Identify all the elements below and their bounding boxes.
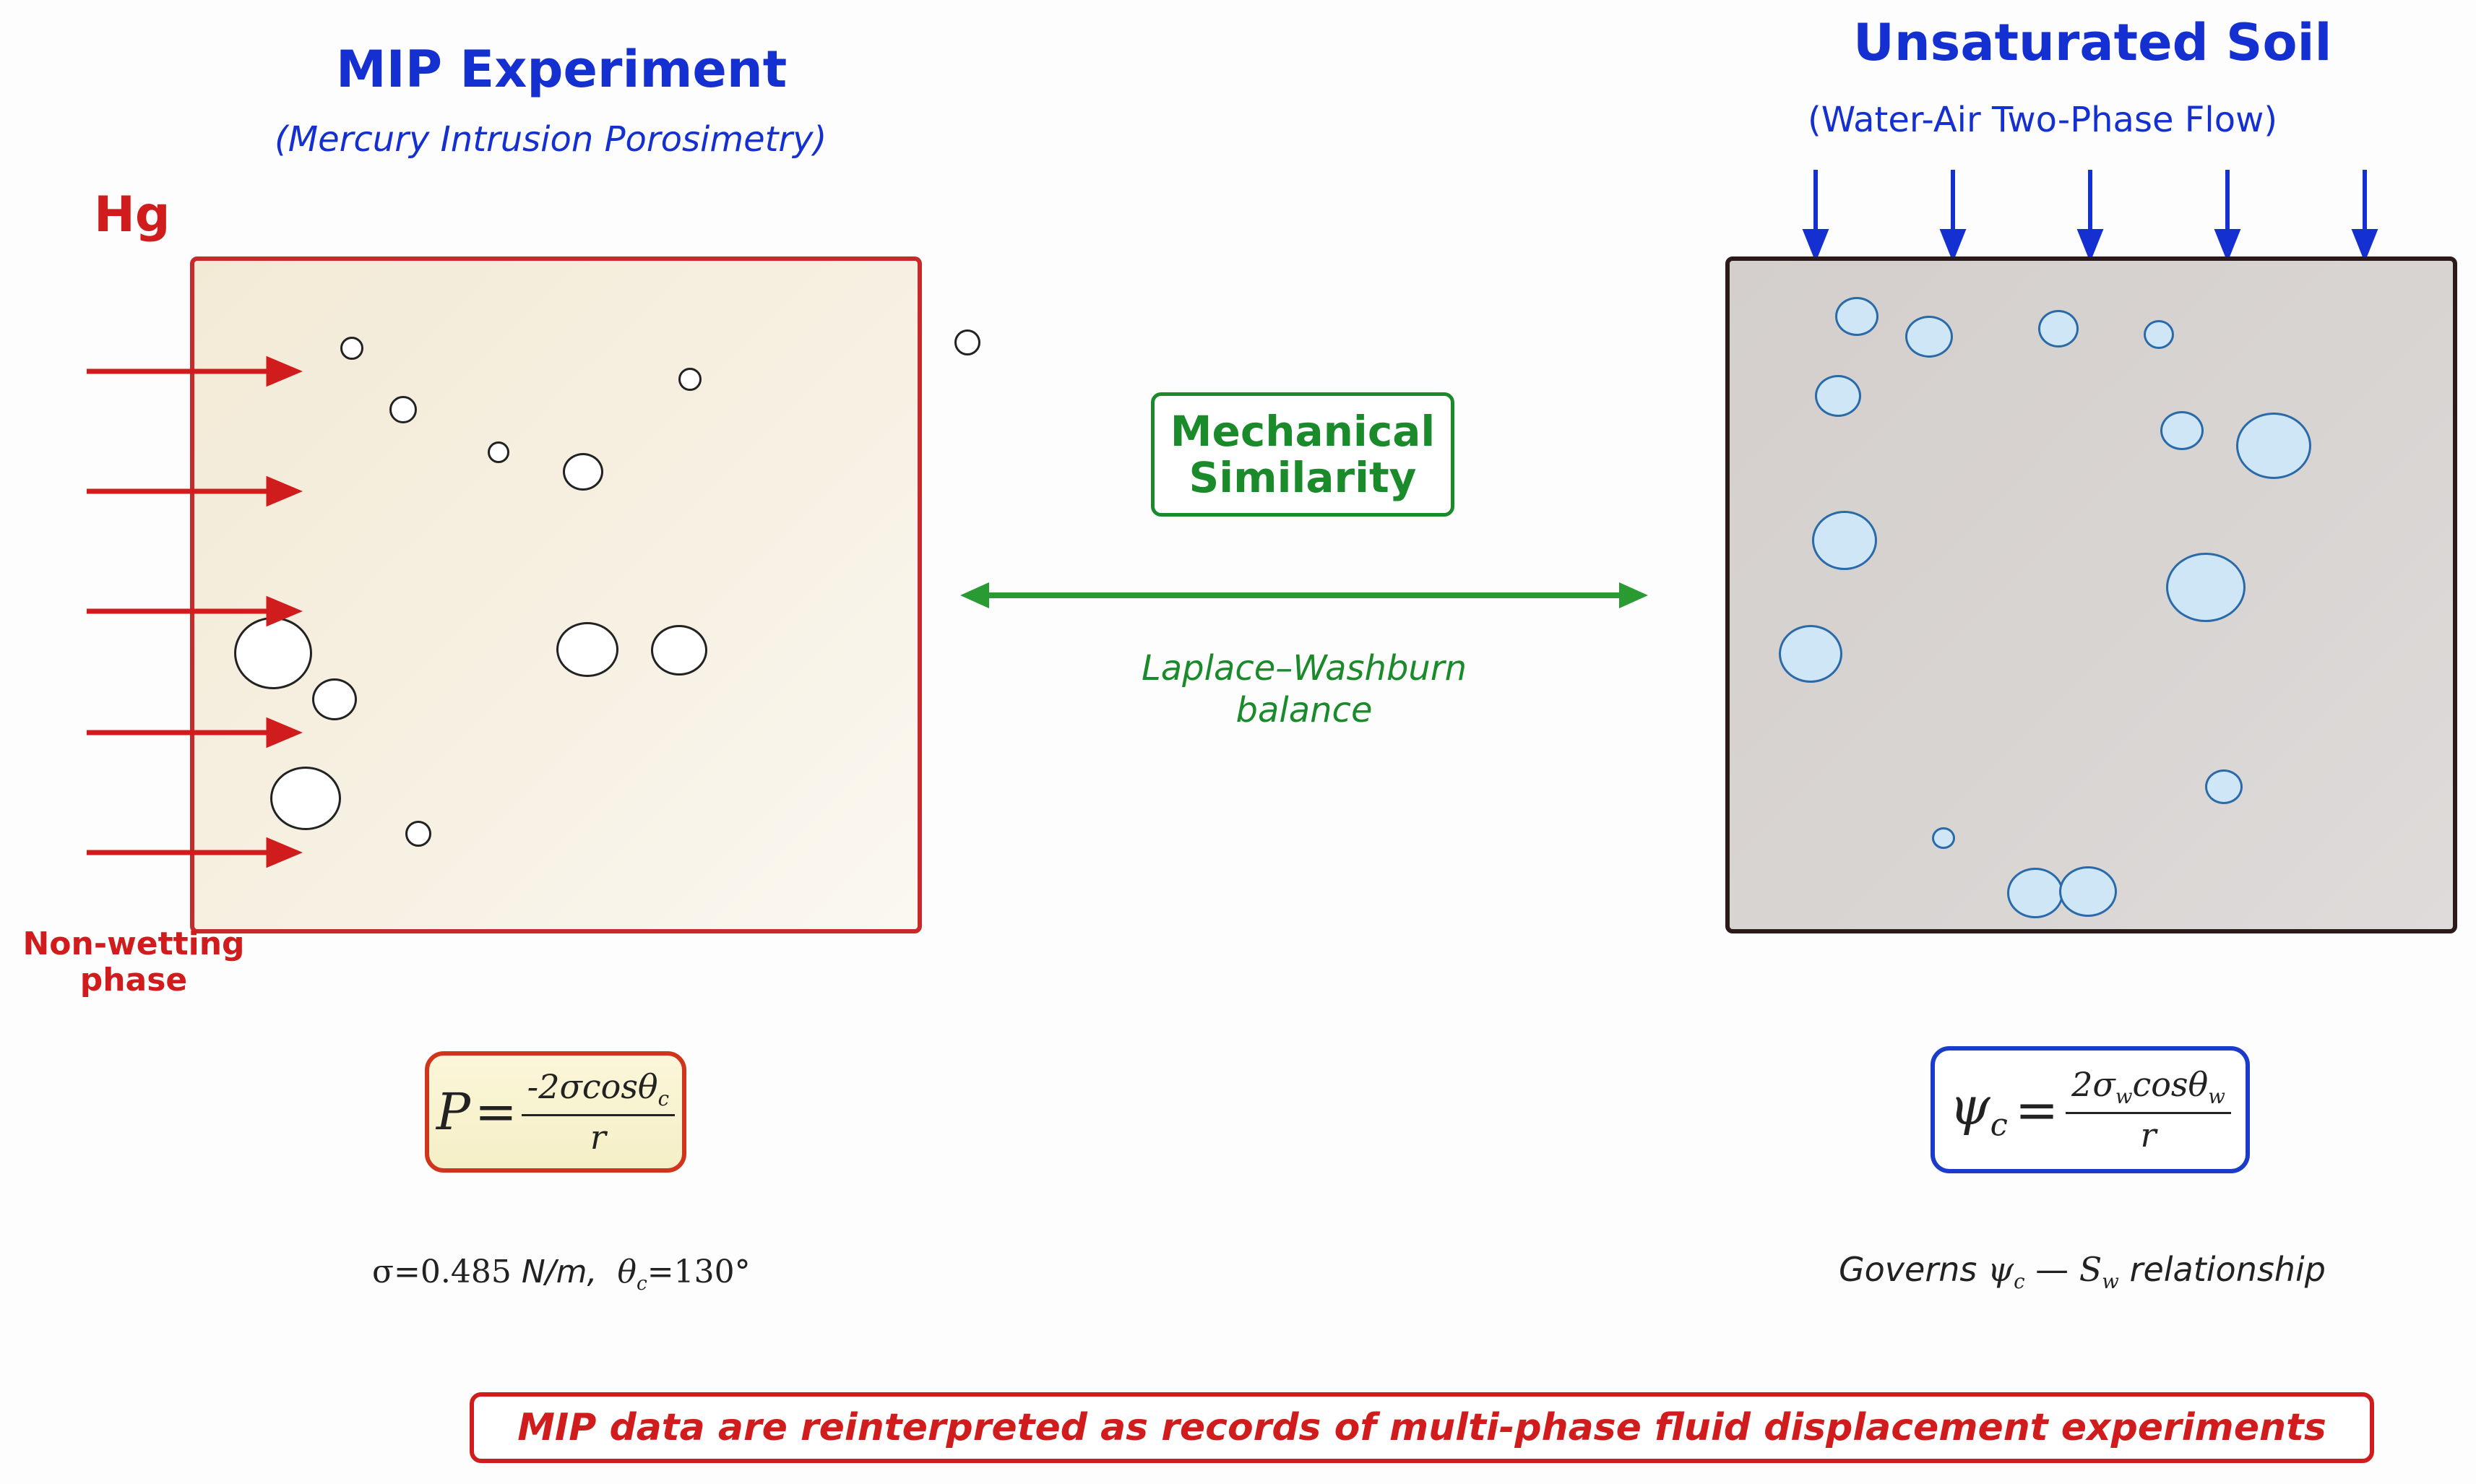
water-infiltration-arrows — [1802, 170, 2378, 260]
soil-relationship-note: Governs ψc — Sw relationship — [1839, 1250, 2326, 1293]
washburn-fraction: -2σcosθc r — [521, 1067, 676, 1157]
water-pore — [2205, 769, 2243, 804]
soil-subtitle: (Water-Air Two-Phase Flow) — [1808, 100, 2278, 140]
water-pore — [2059, 866, 2117, 917]
saturation-symbol: Sw — [2079, 1250, 2119, 1294]
balance-line1: Laplace–Washburn — [1141, 648, 1467, 689]
sigma-unit: N/m, — [521, 1254, 598, 1290]
pore — [312, 678, 357, 720]
dash: — — [2035, 1250, 2069, 1289]
pore — [340, 337, 363, 360]
water-pore — [1815, 375, 1861, 417]
water-pore — [2038, 310, 2079, 348]
capillary-equation-box: ψc = 2σwcosθw r — [1931, 1046, 2250, 1173]
numerator: -2σcosθc — [521, 1067, 676, 1116]
soil-sample-panel — [1725, 256, 2457, 933]
soil-title: Unsaturated Soil — [1853, 13, 2332, 72]
equals-sign: = — [475, 1082, 517, 1142]
double-headed-arrow — [960, 582, 1648, 608]
water-pore — [2160, 411, 2204, 450]
mip-subtitle: (Mercury Intrusion Porosimetry) — [275, 119, 827, 160]
water-pore — [2144, 320, 2174, 349]
pore — [678, 368, 702, 391]
hg-label: Hg — [94, 186, 171, 243]
pore — [389, 396, 417, 423]
suction-symbol: ψc — [1949, 1076, 2008, 1144]
pore — [651, 625, 707, 676]
pore — [488, 441, 509, 463]
laplace-washburn-label: Laplace–Washburn balance — [1113, 647, 1496, 731]
theta-value: =130° — [647, 1254, 751, 1290]
psi-symbol: ψc — [1987, 1250, 2025, 1294]
similarity-line1: Mechanical — [1170, 407, 1436, 456]
water-pore — [1812, 511, 1877, 570]
non-wetting-phase-label: Non-wetting phase — [22, 926, 246, 998]
mechanical-similarity-box: Mechanical Similarity — [1151, 392, 1454, 517]
denominator: r — [2140, 1115, 2157, 1155]
hg-intrusion-arrows — [87, 355, 303, 868]
pore — [556, 622, 618, 677]
pore — [405, 821, 431, 847]
mip-parameters: σ=0.485 N/m, θc=130° — [372, 1254, 751, 1295]
water-pore — [2007, 868, 2063, 918]
sigma-value: σ=0.485 — [372, 1254, 512, 1290]
conclusion-banner: MIP data are reinterpreted as records of… — [470, 1392, 2374, 1463]
pore — [563, 453, 603, 491]
capillary-fraction: 2σwcosθw r — [2066, 1065, 2231, 1155]
governs-text: Governs — [1839, 1250, 1977, 1289]
water-pore — [1905, 316, 1953, 358]
water-pore — [1779, 625, 1842, 683]
pore — [270, 767, 341, 830]
phase-label-line1: Non-wetting — [22, 926, 245, 962]
water-pore — [1932, 827, 1955, 849]
relationship-text: relationship — [2129, 1250, 2326, 1289]
similarity-line2: Similarity — [1189, 453, 1417, 502]
pressure-symbol: P — [436, 1082, 470, 1142]
water-pore — [1835, 297, 1878, 336]
mip-sample-panel — [190, 256, 980, 933]
mip-title: MIP Experiment — [336, 40, 788, 99]
washburn-equation-box: P = -2σcosθc r — [425, 1051, 686, 1173]
pore — [954, 329, 980, 355]
phase-label-line2: phase — [79, 962, 188, 998]
equals-sign: = — [2014, 1079, 2059, 1140]
denominator: r — [590, 1117, 606, 1157]
water-pore — [2166, 553, 2246, 622]
theta-symbol: θc — [617, 1254, 647, 1295]
water-pore — [2236, 413, 2311, 479]
balance-line2: balance — [1235, 690, 1373, 730]
numerator: 2σwcosθw — [2066, 1065, 2231, 1114]
